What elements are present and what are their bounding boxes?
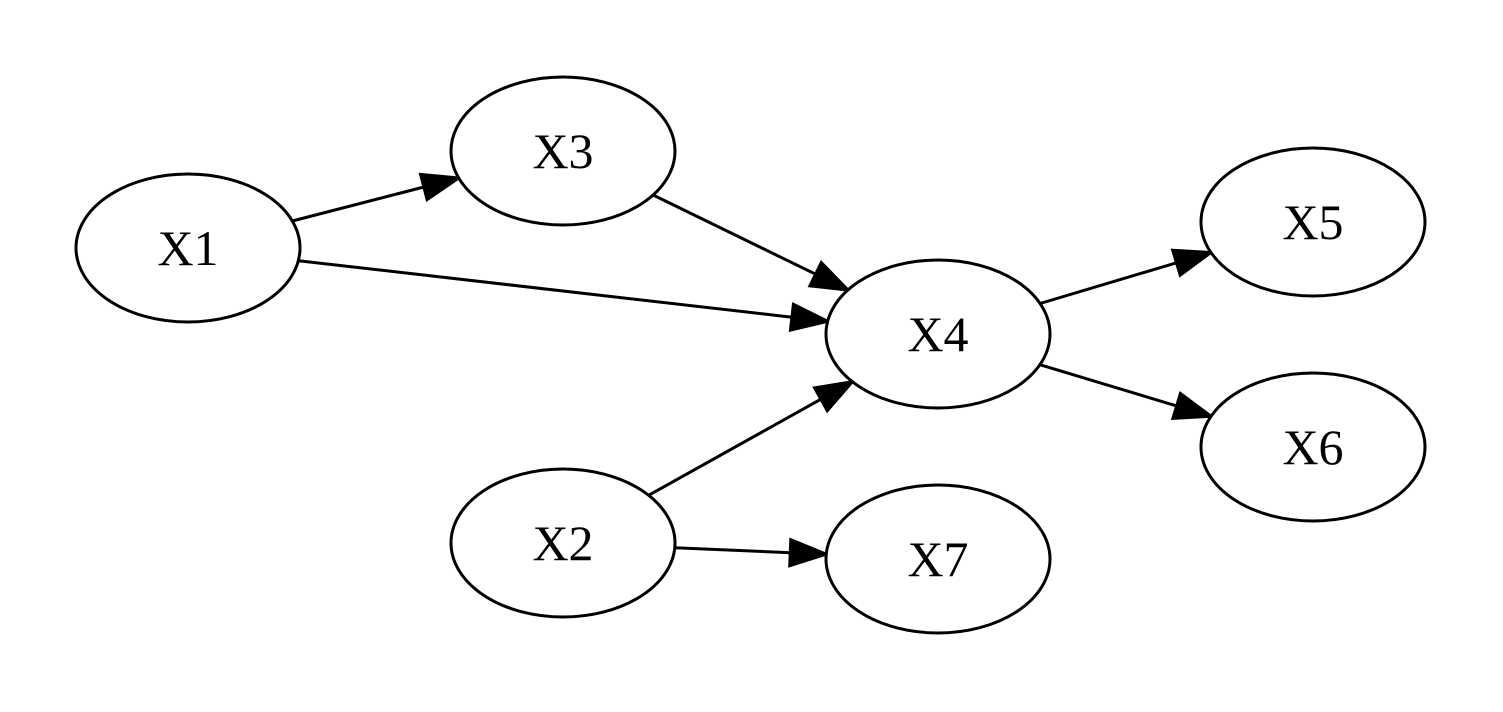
edge-x4-to-x5: [1039, 248, 1216, 305]
node-label: X7: [907, 531, 968, 587]
arrowhead: [812, 379, 857, 414]
node-ellipse: [449, 75, 677, 227]
edge-x3-to-x4: [652, 193, 852, 292]
node-ellipse: [1199, 146, 1427, 298]
node-ellipse: [1199, 371, 1427, 523]
edge-x4-to-x6: [1039, 363, 1216, 421]
arrowhead: [1170, 391, 1216, 421]
node-ellipse: [74, 172, 302, 324]
edge-x2-to-x7: [674, 537, 831, 568]
node-ellipse: [824, 258, 1052, 410]
arrowhead: [788, 302, 832, 333]
edge-line: [1039, 363, 1178, 408]
node-label: X4: [907, 306, 968, 362]
node-label: X2: [532, 515, 593, 571]
edges-layer: [291, 172, 1216, 568]
edge-line: [298, 259, 793, 319]
edge-line: [652, 193, 817, 276]
edge-x1-to-x3: [291, 172, 463, 223]
node-x7: X7: [824, 483, 1052, 635]
arrowhead: [418, 172, 463, 203]
node-x3: X3: [449, 75, 677, 227]
node-label: X3: [532, 123, 593, 179]
edge-line: [1039, 261, 1177, 305]
node-x4: X4: [824, 258, 1052, 410]
node-label: X6: [1282, 419, 1343, 475]
node-x5: X5: [1199, 146, 1427, 298]
edge-line: [647, 397, 822, 497]
node-label: X5: [1282, 194, 1343, 250]
edge-x2-to-x4: [647, 379, 857, 497]
arrowhead: [807, 260, 852, 292]
node-x6: X6: [1199, 371, 1427, 523]
node-x2: X2: [449, 467, 677, 619]
arrowhead: [788, 537, 831, 568]
edge-line: [291, 185, 425, 223]
node-x1: X1: [74, 172, 302, 324]
edge-x1-to-x4: [298, 259, 832, 333]
node-label: X1: [157, 220, 218, 276]
node-ellipse: [824, 483, 1052, 635]
edge-line: [674, 546, 791, 555]
arrowhead: [1170, 248, 1216, 278]
node-ellipse: [449, 467, 677, 619]
